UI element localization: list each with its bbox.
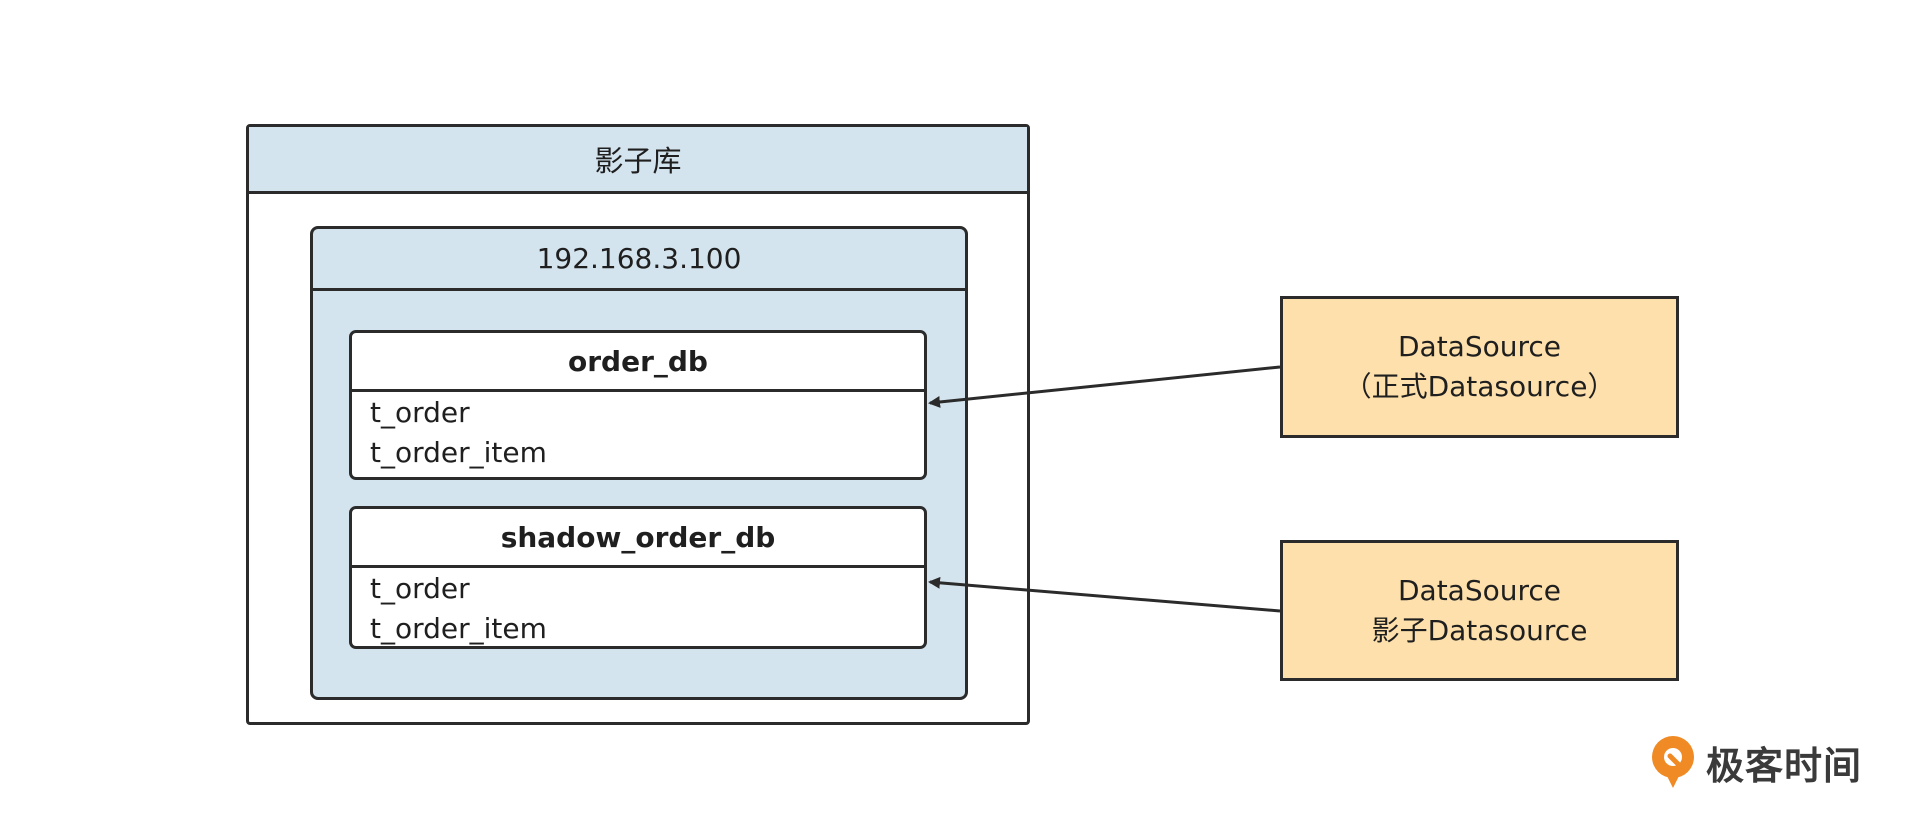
table-item: t_order_item <box>370 612 547 645</box>
table-item: t_order_item <box>370 436 547 469</box>
server-address: 192.168.3.100 <box>313 229 965 291</box>
geektime-logo: 极客时间 <box>1648 734 1862 790</box>
datasource-label: DataSource <box>1397 573 1562 607</box>
database-name: shadow_order_db <box>352 509 924 568</box>
table-item: t_order <box>370 396 470 429</box>
datasource-sublabel: （正式Datasource） <box>1343 370 1616 403</box>
database-shadow-order-db: shadow_order_db t_order t_order_item <box>349 506 927 649</box>
datasource-production: DataSource （正式Datasource） <box>1280 296 1679 438</box>
logo-text: 极客时间 <box>1706 743 1863 788</box>
datasource-label: DataSource <box>1397 330 1562 363</box>
datasource-sublabel: 影子Datasource <box>1371 613 1588 647</box>
database-order-db: order_db t_order t_order_item <box>349 330 927 480</box>
arrow-production-to-order-db <box>928 365 1281 408</box>
database-name: order_db <box>352 333 924 392</box>
datasource-shadow: DataSource 影子Datasource <box>1280 540 1679 681</box>
table-item: t_order <box>370 572 470 605</box>
table-list: t_order t_order_item <box>370 569 547 649</box>
shadow-library-title: 影子库 <box>249 127 1027 194</box>
arrow-shadow-to-shadow-order-db <box>928 576 1281 613</box>
table-list: t_order t_order_item <box>370 393 547 473</box>
geektime-logo-icon <box>1652 736 1694 788</box>
